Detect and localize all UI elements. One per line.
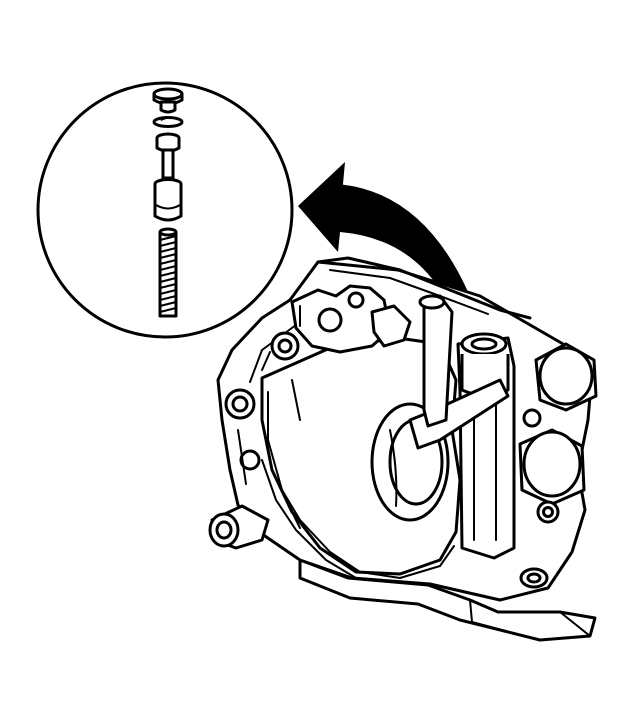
- housing-base-flange: [298, 558, 597, 642]
- pressure-relief-valve-exploded-icon: [152, 87, 184, 318]
- upper-bracket-icon: [290, 284, 412, 354]
- mounting-boss-icon: [224, 331, 300, 471]
- oil-pump-housing-icon: [208, 256, 598, 642]
- valve-plunger-icon: [155, 132, 181, 180]
- snap-ring-icon: [152, 116, 184, 128]
- coil-spring-icon: [158, 227, 178, 318]
- valve-sleeve-icon: [153, 178, 183, 222]
- detail-view-callout: [36, 81, 294, 339]
- valve-cap-icon: [152, 87, 184, 114]
- pickup-tube-fitting-icon: [208, 504, 270, 550]
- bolt-hole-icon: [519, 567, 549, 589]
- right-boss-icon: [518, 342, 598, 524]
- relief-valve-bore-icon: [456, 332, 516, 560]
